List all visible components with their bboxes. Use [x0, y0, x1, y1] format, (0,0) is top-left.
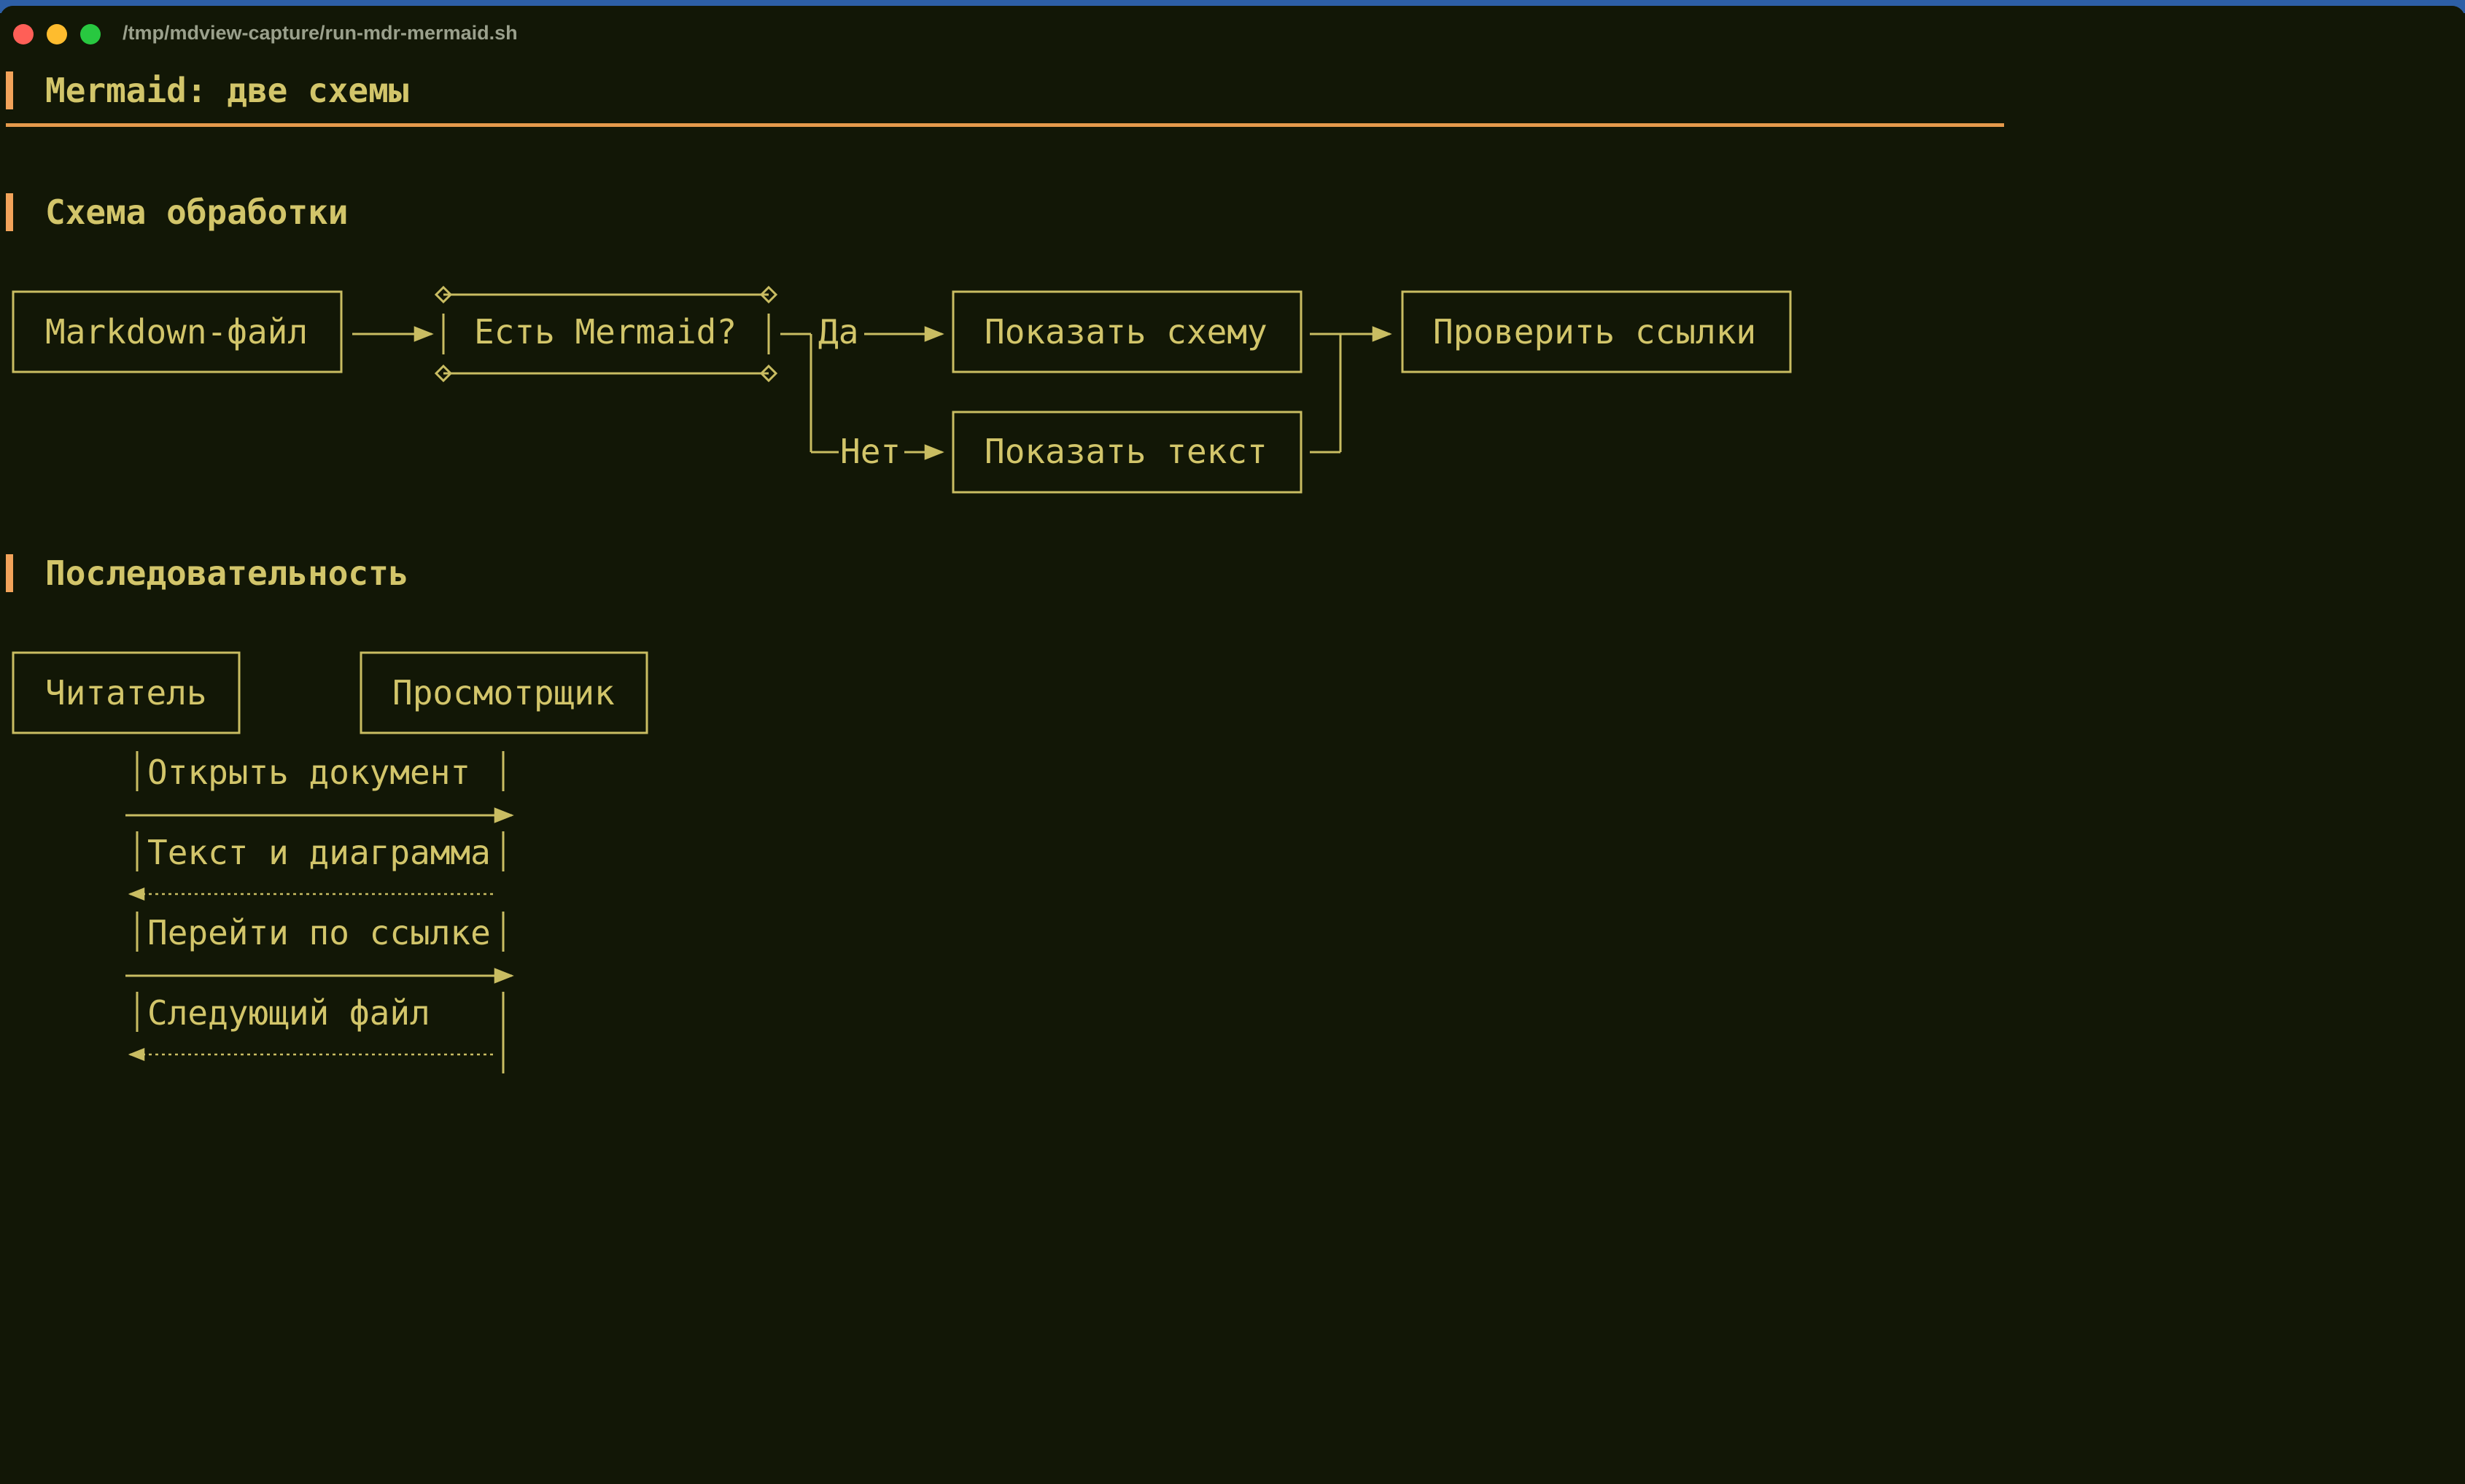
- flow-node-show-text-label: Показать текст: [985, 432, 1268, 471]
- minimize-window-button[interactable]: [47, 24, 67, 44]
- flow-node-show-diagram: [952, 290, 1303, 373]
- flow-node-decision-label: Есть Mermaid?: [474, 312, 737, 351]
- flow-node-markdown-file-label: Markdown-файл: [45, 312, 308, 351]
- sequence-participant-viewer: [360, 651, 648, 734]
- flow-node-show-diagram-label: Показать схему: [985, 312, 1268, 351]
- terminal-window: /tmp/mdview-capture/run-mdr-mermaid.sh: [0, 6, 2465, 1484]
- flow-edge-no-label: Нет: [840, 432, 901, 471]
- sequence-message-label-1: Открыть документ: [147, 753, 470, 792]
- window-title: /tmp/mdview-capture/run-mdr-mermaid.sh: [123, 22, 518, 44]
- section-heading-sequence: Последовательность: [45, 553, 409, 593]
- sequence-message-label-3: Перейти по ссылке: [147, 913, 491, 952]
- sequence-participant-reader: [12, 651, 241, 734]
- flow-node-show-text: [952, 411, 1303, 494]
- flow-node-decision: [434, 285, 778, 383]
- section-accent-bar-sequence: [6, 554, 13, 592]
- flow-node-check-links: [1401, 290, 1792, 373]
- title-accent-bar: [6, 71, 13, 109]
- window-titlebar[interactable]: /tmp/mdview-capture/run-mdr-mermaid.sh: [0, 6, 2465, 64]
- sequence-message-label-2: Текст и диаграмма: [147, 833, 491, 872]
- zoom-window-button[interactable]: [80, 24, 101, 44]
- flow-node-check-links-label: Проверить ссылки: [1433, 312, 1756, 351]
- section-heading-flowchart: Схема обработки: [45, 193, 349, 232]
- document-title: Mermaid: две схемы: [45, 71, 409, 110]
- sequence-message-label-4: Следующий файл: [147, 993, 430, 1033]
- flow-node-markdown-file: [12, 290, 343, 373]
- section-accent-bar-flowchart: [6, 193, 13, 231]
- sequence-participant-viewer-label: Просмотрщик: [392, 673, 615, 712]
- sequence-participant-reader-label: Читатель: [45, 673, 207, 712]
- title-underline-rule: [6, 123, 2004, 127]
- close-window-button[interactable]: [13, 24, 34, 44]
- flow-edge-yes-label: Да: [818, 312, 858, 351]
